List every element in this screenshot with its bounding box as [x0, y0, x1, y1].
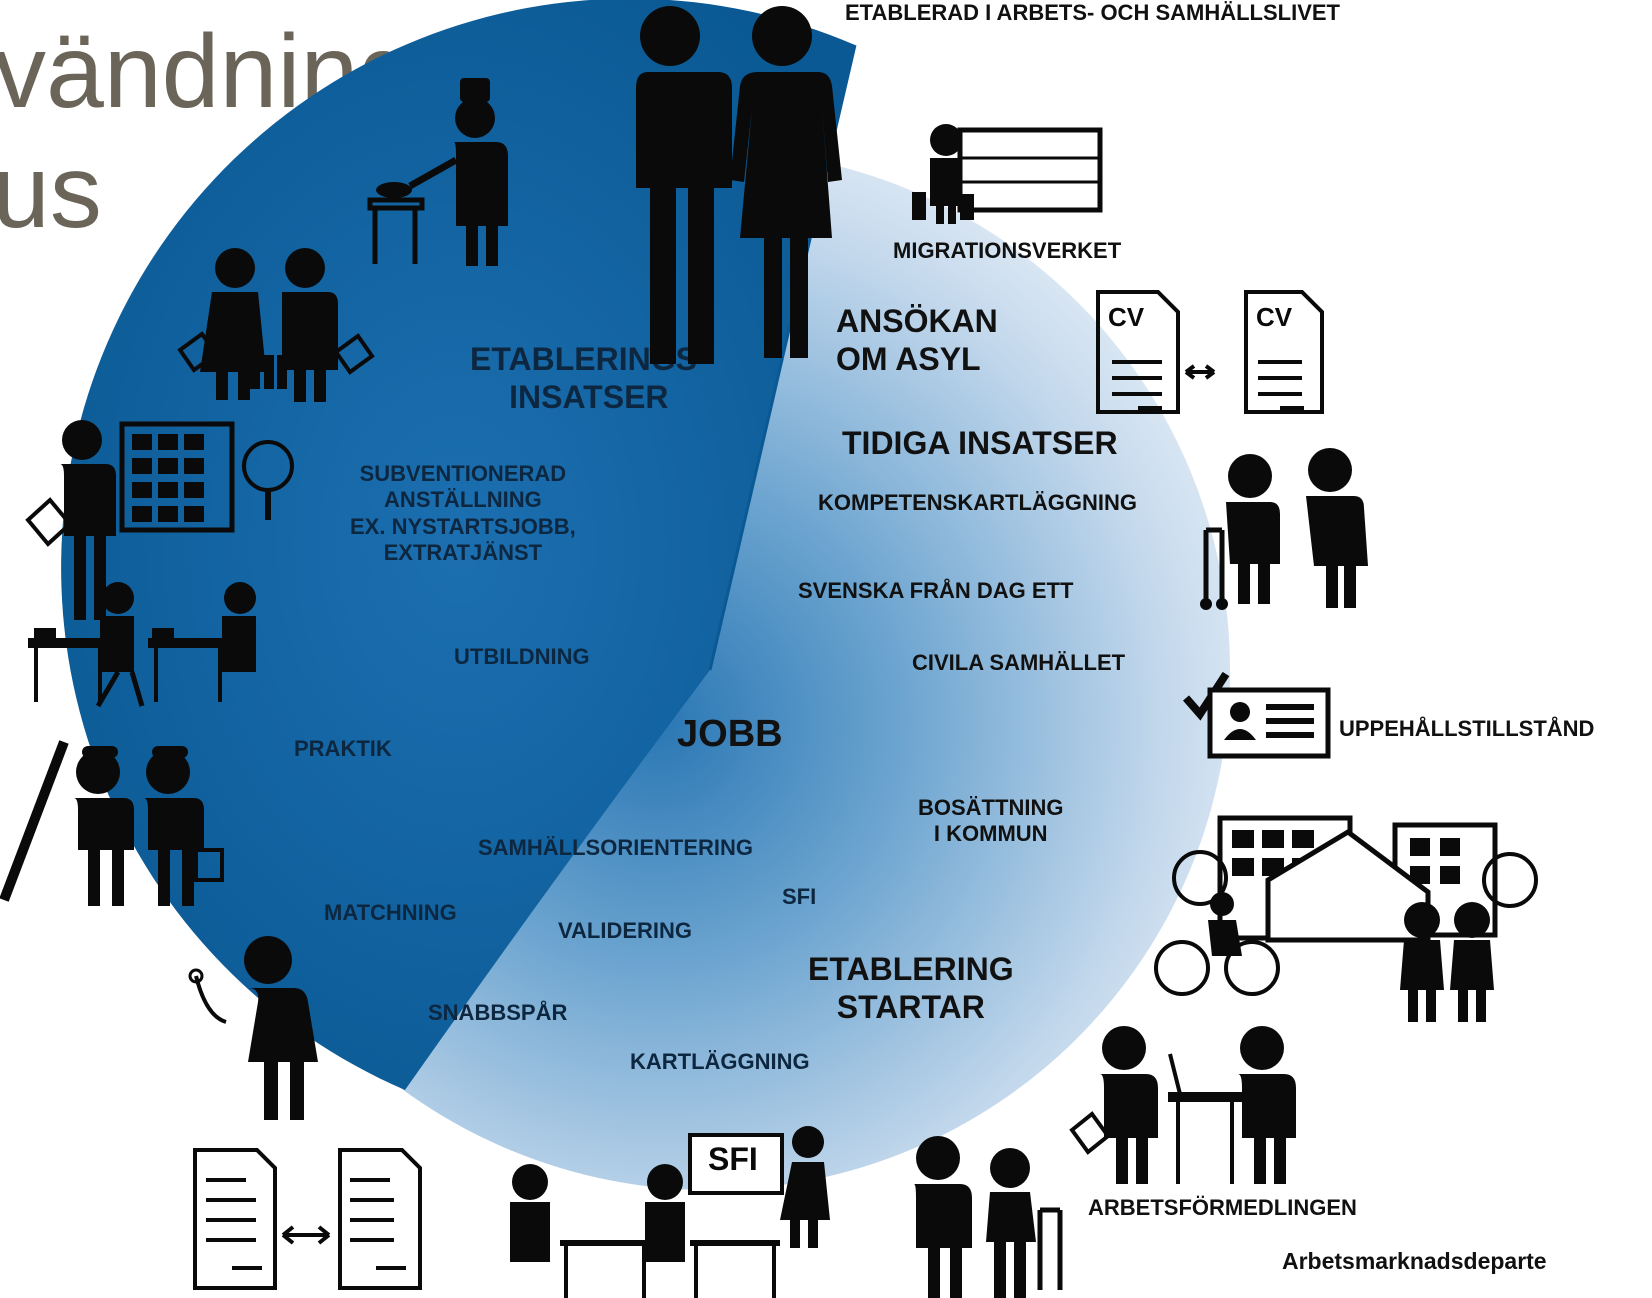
actor-arbetsformedlingen: ARBETSFÖRMEDLINGEN [1088, 1195, 1357, 1220]
section-tidiga-insatser: TIDIGA INSATSER [842, 425, 1118, 461]
section-etablering-startar: ETABLERING STARTAR [808, 951, 1014, 1026]
caregiver-icon [1200, 448, 1368, 610]
section-ansokan-om-asyl: ANSÖKAN OM ASYL [836, 303, 998, 378]
migration-office-icon [912, 124, 1103, 224]
step-snabbspar: SNABBSPÅR [428, 1000, 568, 1025]
actor-migrationsverket: MIGRATIONSVERKET [893, 238, 1122, 263]
section-jobb: JOBB [677, 713, 783, 755]
step-subventionerad: SUBVENTIONERAD ANSTÄLLNING EX. NYSTARTSJ… [350, 461, 576, 566]
step-utbildning: UTBILDNING [454, 644, 590, 669]
cv-label-left: CV [1108, 302, 1145, 332]
shopping-couple-icon [177, 248, 375, 402]
office-meeting-icon [1069, 1026, 1296, 1184]
elderly-helper-icon [914, 1136, 1063, 1298]
step-validering: VALIDERING [558, 918, 693, 943]
teacher-board-icon [688, 1126, 830, 1248]
step-kartlaggning: KARTLÄGGNING [630, 1049, 810, 1074]
top-label: ETABLERAD I ARBETS- OCH SAMHÄLLSLIVET [845, 0, 1340, 25]
document-compare-icon [193, 1148, 422, 1290]
chef-icon [367, 78, 508, 266]
step-civila-samhallet: CIVILA SAMHÄLLET [912, 650, 1126, 675]
sfi-board-label: SFI [708, 1141, 758, 1177]
step-svenska-fran-dag-ett: SVENSKA FRÅN DAG ETT [798, 578, 1074, 603]
doctor-icon [188, 936, 318, 1120]
person-pair-icon [622, 6, 842, 364]
housing-icon [1154, 815, 1538, 1022]
classroom-icon [510, 1164, 780, 1298]
construction-workers-icon [0, 740, 224, 906]
footer-department: Arbetsmarknadsdeparte [1282, 1248, 1547, 1274]
step-sfi: SFI [782, 884, 817, 909]
cv-label-right: CV [1256, 302, 1293, 332]
step-matchning: MATCHNING [324, 900, 457, 925]
cv-compare-icon [1096, 290, 1324, 414]
step-kompetenskartlaggning: KOMPETENSKARTLÄGGNING [818, 490, 1137, 515]
students-desk-icon [28, 582, 256, 708]
step-samhallsorientering: SAMHÄLLSORIENTERING [478, 835, 753, 860]
residence-card-icon [1182, 671, 1331, 759]
step-praktik: PRAKTIK [294, 736, 392, 761]
step-bosattning: BOSÄTTNING I KOMMUN [918, 795, 1064, 847]
worker-building-icon [25, 420, 294, 620]
actor-uppehallstillstand: UPPEHÅLLSTILLSTÅND [1339, 716, 1595, 741]
title-line-2: us [0, 134, 102, 250]
